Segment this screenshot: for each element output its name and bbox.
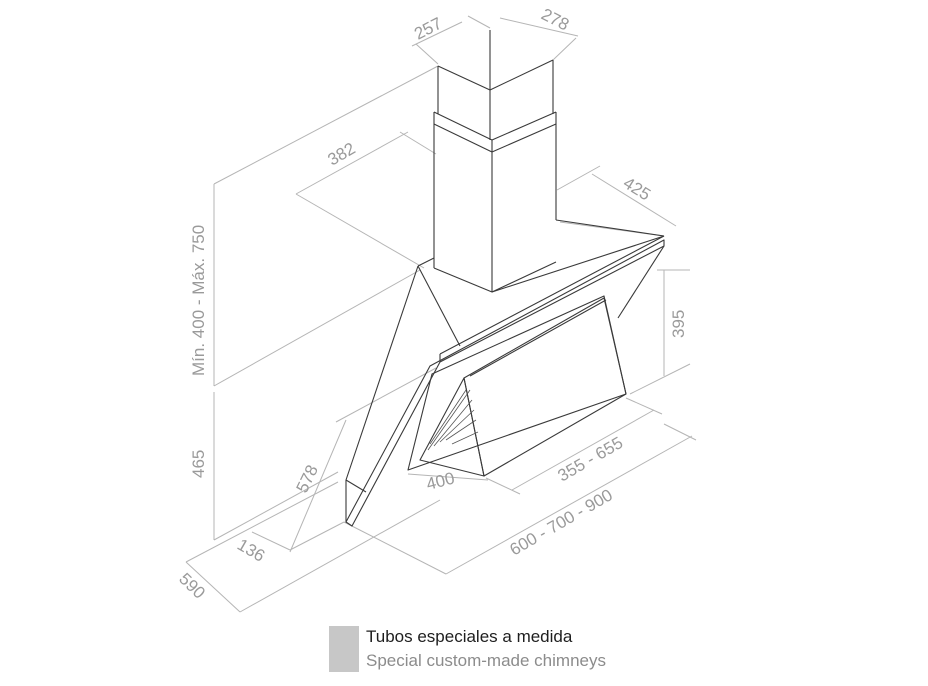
dim-label-465: 465 (189, 450, 208, 478)
dim-label-578: 578 (293, 462, 323, 496)
dim-label-395: 395 (669, 310, 688, 338)
dim-label-257: 257 (411, 14, 445, 44)
dim-label-600-700-900: 600 - 700 - 900 (507, 485, 616, 559)
dim-label-590: 590 (175, 569, 209, 602)
hood-body (345, 219, 665, 527)
chimney (433, 30, 557, 293)
dim-label-355-655: 355 - 655 (555, 433, 627, 485)
dim-label-425: 425 (620, 173, 654, 204)
dimension-lines (185, 15, 697, 613)
dim-label-400: 400 (424, 469, 456, 494)
legend-text-spanish: Tubos especiales a medida (366, 627, 573, 646)
dim-label-382: 382 (325, 139, 359, 170)
dim-label-278: 278 (538, 5, 572, 35)
dimension-labels: 257 278 382 425 Mín. 400 - Máx. 750 395 … (175, 5, 688, 603)
legend-swatch (329, 626, 359, 672)
legend-text-english: Special custom-made chimneys (366, 651, 606, 670)
dim-label-136: 136 (234, 535, 268, 566)
dim-label-height-range: Mín. 400 - Máx. 750 (189, 225, 208, 376)
